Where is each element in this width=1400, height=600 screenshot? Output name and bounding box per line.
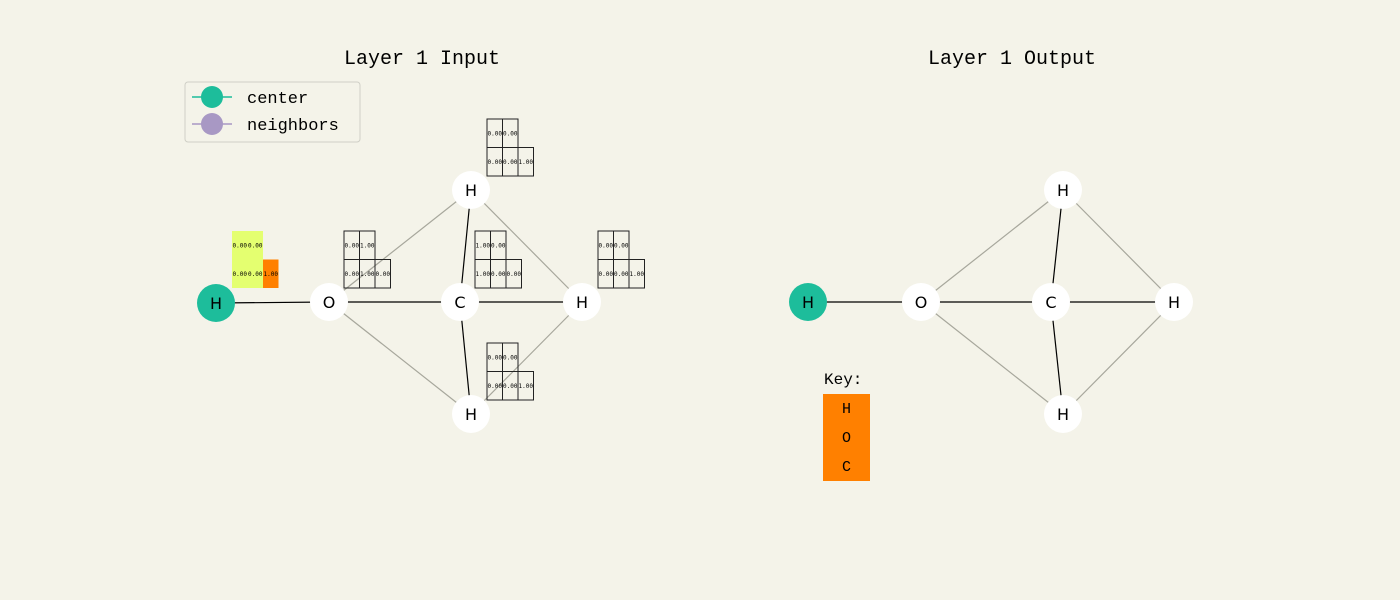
left-edge-o-hb — [328, 301, 472, 415]
grid-h1-top-cell-1 — [247, 231, 263, 260]
grid-o-bottom-value-2: 0.00 — [376, 271, 391, 278]
grid-c-bottom-value-1: 0.00 — [491, 271, 506, 278]
right-node-ht — [1044, 171, 1082, 209]
right-nodes: H O C H H H — [789, 171, 1193, 433]
grid-h1-bottom-cell-1 — [247, 259, 263, 288]
grid-h1-bottom-cell-2 — [263, 259, 279, 288]
legend: center neighbors — [184, 81, 361, 143]
grid-c-top-value-0: 1.00 — [476, 242, 491, 249]
right-edge-o-ht — [920, 189, 1064, 303]
grid-h1-bottom-value-1: 0.00 — [248, 271, 263, 278]
grid-hb-top-value-1: 0.00 — [503, 354, 518, 361]
left-edge-ht-hr — [470, 189, 583, 303]
grid-ht-bottom-value-1: 0.00 — [503, 159, 518, 166]
grid-o-bottom-value-0: 0.00 — [345, 271, 360, 278]
grid-o-bottom-value-1: 1.00 — [360, 271, 375, 278]
legend-center-label: center — [247, 90, 308, 109]
grid-hb-top-value-0: 0.00 — [488, 354, 503, 361]
left-node-h1 — [197, 284, 235, 322]
key-item-o: O — [842, 430, 851, 447]
grid-ht-bottom-cell-2 — [517, 147, 534, 177]
key-item-h: H — [842, 401, 851, 418]
right-edge-ht-hr — [1062, 189, 1175, 303]
grid-hb-bottom-value-0: 0.00 — [488, 383, 503, 390]
left-edge-hb-hr — [470, 301, 583, 415]
grid-hr-bottom-cell-2 — [628, 259, 645, 289]
left-panel-title: Layer 1 Input — [344, 48, 500, 71]
grid-ht-bottom-value-2: 1.00 — [519, 159, 534, 166]
grid-hb-bottom-cell-2 — [517, 371, 534, 401]
legend-neighbors-label: neighbors — [247, 117, 339, 136]
right-node-h1 — [789, 283, 827, 321]
grid-hb-bottom-value-2: 1.00 — [519, 383, 534, 390]
grid-hr-top-value-0: 0.00 — [599, 242, 614, 249]
grid-h1-bottom-cell-0 — [232, 259, 248, 288]
right-edges — [808, 189, 1175, 415]
grid-hr-bottom-value-2: 1.00 — [630, 271, 645, 278]
key-item-c: C — [842, 459, 851, 476]
grid-c-top-value-1: 0.00 — [491, 242, 506, 249]
grid-h1-top-value-1: 0.00 — [248, 242, 263, 249]
key: Key: H O C — [823, 371, 870, 481]
left-edges — [215, 189, 583, 415]
legend-neighbors-marker — [201, 113, 223, 135]
left-nodes: H O C H H H — [197, 171, 601, 433]
grid-c-bottom-cell-2 — [505, 259, 522, 289]
grid-h1-bottom-value-2: 1.00 — [264, 271, 279, 278]
right-node-label-hb: H — [1057, 405, 1069, 424]
grid-ht-bottom-value-0: 0.00 — [488, 159, 503, 166]
right-node-label-o: O — [915, 293, 928, 312]
left-node-c — [441, 283, 479, 321]
grid-o-top-value-0: 0.00 — [345, 242, 360, 249]
grid-hr-bottom-value-0: 0.00 — [599, 271, 614, 278]
right-node-hb — [1044, 395, 1082, 433]
grid-c-bottom-value-2: 0.00 — [507, 271, 522, 278]
key-title: Key: — [824, 371, 862, 389]
left-node-hb — [452, 395, 490, 433]
right-node-label-hr: H — [1168, 293, 1180, 312]
grid-hb-bottom-value-1: 0.00 — [503, 383, 518, 390]
left-node-label-c: C — [454, 293, 465, 312]
right-node-o — [902, 283, 940, 321]
left-node-ht — [452, 171, 490, 209]
key-box — [823, 394, 870, 481]
grid-hr-top-value-1: 0.00 — [614, 242, 629, 249]
left-node-o — [310, 283, 348, 321]
right-node-label-h1: H — [802, 293, 814, 312]
right-node-label-ht: H — [1057, 181, 1069, 200]
right-edge-hb-hr — [1062, 301, 1175, 415]
grid-h1-top-value-0: 0.00 — [233, 242, 248, 249]
grid-o-bottom-cell-2 — [374, 259, 391, 289]
left-node-label-hr: H — [576, 293, 588, 312]
left-edge-o-ht — [328, 189, 472, 303]
left-node-label-ht: H — [465, 181, 477, 200]
right-node-label-c: C — [1045, 293, 1056, 312]
right-panel-title: Layer 1 Output — [928, 48, 1096, 71]
left-node-hr — [563, 283, 601, 321]
left-node-label-h1: H — [210, 294, 222, 313]
left-node-label-hb: H — [465, 405, 477, 424]
grid-ht-top-value-1: 0.00 — [503, 130, 518, 137]
legend-center-marker — [201, 86, 223, 108]
left-node-label-o: O — [323, 293, 336, 312]
grid-h1-bottom-value-0: 0.00 — [233, 271, 248, 278]
grid-hr-bottom-value-1: 0.00 — [614, 271, 629, 278]
grid-ht-top-value-0: 0.00 — [488, 130, 503, 137]
right-node-c — [1032, 283, 1070, 321]
grid-o-top-value-1: 1.00 — [360, 242, 375, 249]
right-edge-o-hb — [920, 301, 1064, 415]
right-node-hr — [1155, 283, 1193, 321]
grid-h1-top-cell-0 — [232, 231, 248, 260]
grid-c-bottom-value-0: 1.00 — [476, 271, 491, 278]
